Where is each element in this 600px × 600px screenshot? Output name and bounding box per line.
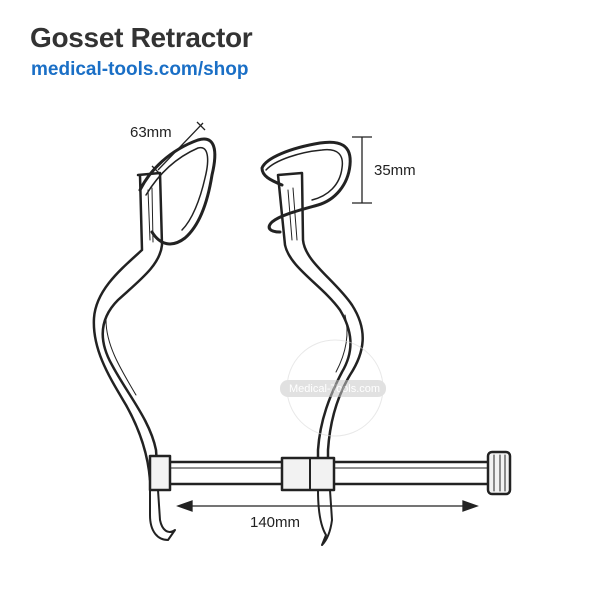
left-slider-block bbox=[148, 454, 172, 492]
right-slider-block bbox=[280, 456, 336, 492]
dimension-blade-width bbox=[151, 121, 206, 175]
end-knob bbox=[486, 450, 512, 496]
watermark-text: Medical-Tools.com bbox=[289, 383, 380, 395]
dimension-label-35: 35mm bbox=[374, 162, 416, 179]
dimension-bar-length bbox=[176, 500, 479, 512]
dimension-blade-depth bbox=[352, 136, 372, 204]
page-title: Gosset Retractor bbox=[30, 22, 253, 53]
dimension-label-63: 63mm bbox=[130, 124, 172, 141]
dimension-label-140: 140mm bbox=[250, 514, 300, 531]
left-arm bbox=[92, 171, 164, 482]
shop-link[interactable]: medical-tools.com/shop bbox=[31, 59, 249, 80]
left-blade-wire bbox=[138, 137, 217, 246]
right-blade-wire bbox=[260, 140, 352, 234]
watermark: Medical-Tools.com bbox=[280, 339, 386, 437]
